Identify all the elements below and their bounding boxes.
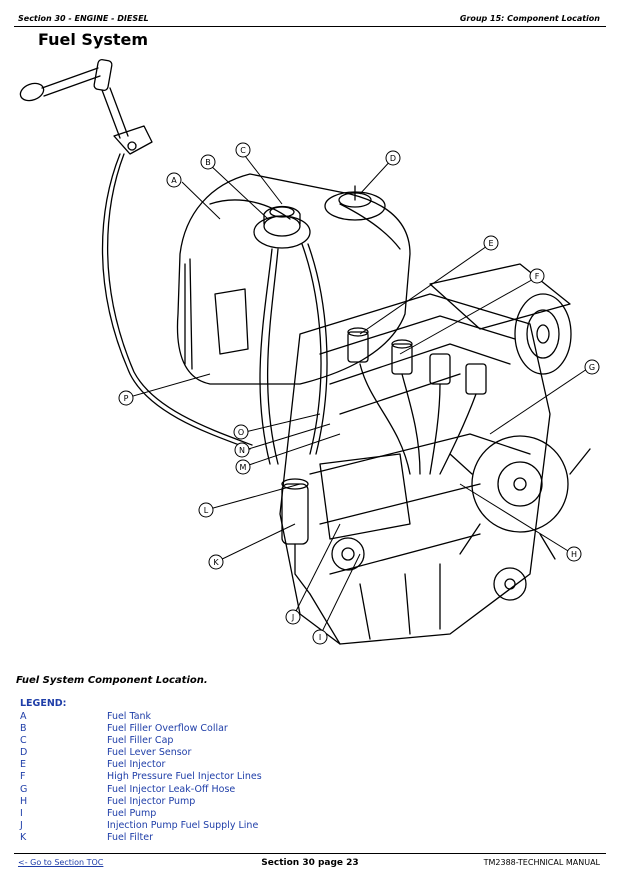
callout-e: E — [483, 235, 499, 251]
header-section: Section 30 - ENGINE - DIESEL — [18, 14, 149, 23]
legend-desc: Fuel Lever Sensor — [107, 747, 192, 759]
footer-rule — [14, 853, 606, 854]
callout-m: M — [235, 459, 251, 475]
svg-text:O: O — [238, 428, 244, 437]
page-number: Section 30 page 23 — [261, 858, 359, 868]
svg-text:H: H — [571, 550, 577, 559]
legend-code: I — [20, 807, 23, 819]
fuel-hoses-drawing — [259, 243, 328, 465]
callout-c: C — [235, 142, 251, 158]
legend-desc: Fuel Filler Cap — [107, 735, 174, 747]
injection-pump-drawing — [319, 453, 411, 571]
callout-p: P — [118, 390, 134, 406]
air-cleaner-drawing — [429, 263, 572, 375]
legend-item: K Fuel Filter — [20, 832, 340, 844]
callout-j: J — [285, 609, 301, 625]
callout-h: H — [566, 546, 582, 562]
callout-d: D — [385, 150, 401, 166]
legend-desc: Injection Pump Fuel Supply Line — [107, 819, 259, 831]
legend-desc: High Pressure Fuel Injector Lines — [107, 771, 262, 783]
callout-n: N — [234, 442, 250, 458]
legend-item: G Fuel Injector Leak-Off Hose — [20, 784, 340, 796]
svg-text:F: F — [535, 272, 540, 281]
fuel-level-sensor-drawing — [324, 185, 386, 221]
manual-id: TM2388-TECHNICAL MANUAL — [483, 858, 600, 867]
legend-code: C — [20, 735, 27, 747]
callout-l: L — [198, 502, 214, 518]
callout-k: K — [208, 554, 224, 570]
legend-desc: Fuel Tank — [107, 711, 152, 722]
fuel-filter-drawing — [281, 478, 311, 595]
legend-item: B Fuel Filler Overflow Collar — [20, 723, 340, 735]
callout-markers: A B C D E F G H I J K L M N O P — [118, 142, 600, 645]
svg-text:A: A — [171, 176, 177, 185]
legend-code: B — [20, 723, 27, 735]
legend-desc: Fuel Pump — [107, 807, 157, 819]
header-rule — [14, 26, 606, 27]
header-group: Group 15: Component Location — [459, 14, 600, 23]
svg-text:G: G — [589, 363, 595, 372]
filler-cap-drawing — [253, 205, 311, 249]
legend-item: C Fuel Filler Cap — [20, 735, 340, 747]
svg-text:N: N — [239, 446, 245, 455]
svg-text:M: M — [240, 463, 247, 472]
legend-code: K — [20, 831, 27, 843]
svg-text:C: C — [240, 146, 246, 155]
callout-i: I — [312, 629, 328, 645]
svg-text:K: K — [213, 558, 219, 567]
legend-code: J — [20, 819, 23, 831]
legend-desc: Fuel Filter — [107, 831, 153, 843]
legend-code: G — [20, 783, 28, 795]
callout-g: G — [584, 359, 600, 375]
go-to-section-toc-link[interactable]: <- Go to Section TOC — [18, 858, 104, 867]
fuel-system-illustration: A B C D E F G H I J K L M N O P — [19, 58, 600, 645]
legend-code: F — [20, 771, 26, 783]
legend-desc: Fuel Filler Overflow Collar — [107, 723, 228, 735]
legend-code: A — [20, 711, 27, 722]
legend-item: F High Pressure Fuel Injector Lines — [20, 771, 340, 783]
svg-text:J: J — [291, 613, 294, 622]
legend-desc: Fuel Injector — [107, 759, 166, 771]
legend-heading: LEGEND: — [20, 698, 67, 709]
fan-pulley-drawing — [449, 435, 591, 601]
svg-text:B: B — [205, 158, 211, 167]
legend-code: E — [20, 759, 27, 771]
svg-text:D: D — [390, 154, 396, 163]
legend-item: J Injection Pump Fuel Supply Line — [20, 820, 340, 832]
svg-text:I: I — [319, 633, 321, 642]
legend-item: E Fuel Injector — [20, 759, 340, 771]
callout-o: O — [233, 424, 249, 440]
svg-text:P: P — [124, 394, 129, 403]
callout-a: A — [166, 172, 182, 188]
figure-caption: Fuel System Component Location. — [16, 675, 208, 686]
fuel-tank-drawing — [176, 173, 411, 385]
legend-item: H Fuel Injector Pump — [20, 796, 340, 808]
legend-item: D Fuel Lever Sensor — [20, 747, 340, 759]
legend-desc: Fuel Injector Pump — [107, 795, 196, 807]
legend-code: H — [20, 795, 28, 807]
throttle-lever-drawing — [19, 58, 253, 450]
legend-code: D — [20, 747, 28, 759]
page-title: Fuel System — [38, 30, 149, 49]
callout-f: F — [529, 268, 545, 284]
callout-b: B — [200, 154, 216, 170]
svg-text:E: E — [488, 239, 493, 248]
legend-item: I Fuel Pump — [20, 808, 340, 820]
legend-desc: Fuel Injector Leak-Off Hose — [107, 783, 236, 795]
svg-text:L: L — [204, 506, 209, 515]
legend-item: A Fuel Tank — [20, 711, 340, 723]
